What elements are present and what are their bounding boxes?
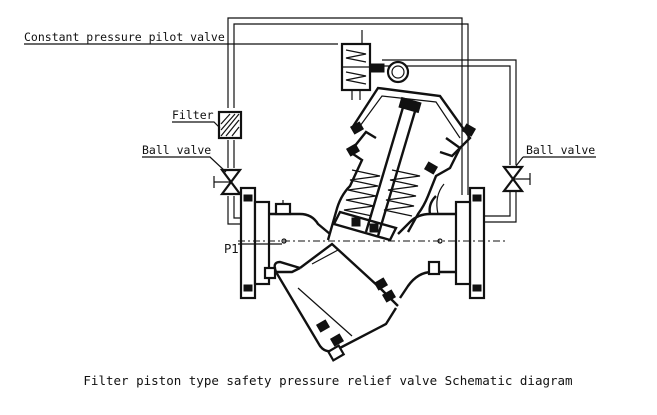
diagram-caption: Filter piston type safety pressure relie… xyxy=(83,373,572,388)
filter-label: Filter xyxy=(172,108,214,122)
pilot-valve-label: Constant pressure pilot valve xyxy=(24,30,225,44)
pilot-valve xyxy=(340,42,410,100)
ball-valve-right xyxy=(501,165,531,193)
ball-valve-left xyxy=(213,168,243,196)
ball-valve-left-label: Ball valve xyxy=(142,143,211,157)
leader-lines xyxy=(24,43,596,245)
pilot-piping xyxy=(227,17,517,225)
filter xyxy=(217,110,243,140)
ball-valve-right-label: Ball valve xyxy=(526,143,595,157)
port-label: P1 xyxy=(224,242,239,256)
valve-body xyxy=(239,86,486,362)
filter-basket xyxy=(273,242,399,362)
spring xyxy=(343,169,421,217)
